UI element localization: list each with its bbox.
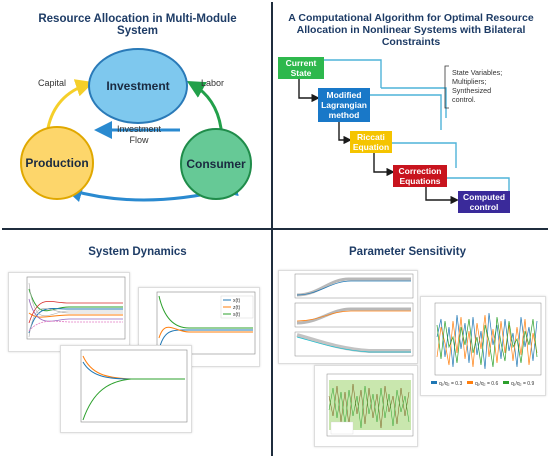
- labor-label: Labor: [201, 78, 225, 88]
- legend-x: x(t): [233, 298, 241, 304]
- dynamics-plot-state-svg: [26, 276, 126, 340]
- state-variables-note: State Variables; Multipliers; Synthesize…: [452, 68, 542, 104]
- step4-line2: Equations: [399, 176, 441, 186]
- legend-z: z(t): [233, 305, 241, 311]
- dynamics-plot-multipliers-svg: [80, 349, 188, 423]
- sensitivity-control-plot-svg: q₁/q₂ = 0.3 q₁/q₂ = 0.6 q₁/q₂ = 0.9: [431, 302, 542, 387]
- sensitivity-stacked-plots-svg: [294, 273, 414, 357]
- investment-flow-label: Investment Flow: [114, 124, 164, 146]
- investment-flow-line1: Investment: [116, 124, 162, 134]
- step2-line2: Lagrangian: [321, 100, 367, 110]
- step-arrow-4: [425, 186, 459, 205]
- horizontal-divider: [2, 228, 548, 230]
- step2-line3: method: [328, 110, 360, 120]
- dynamics-plot-state: [8, 272, 130, 352]
- dynamics-plot-multipliers: [60, 345, 192, 433]
- step3-line1: Riccati: [357, 132, 385, 142]
- legend-s: s(t): [233, 312, 241, 318]
- step-arrow-2: [338, 122, 352, 145]
- note-line-2: Multipliers;: [452, 77, 487, 86]
- step5-line1: Computed: [462, 192, 506, 202]
- note-line-4: control.: [452, 95, 476, 104]
- step-arrow-3: [373, 152, 395, 177]
- investment-label: Investment: [106, 79, 170, 93]
- legend-ratio-09: q₁/q₂ = 0.9: [511, 381, 534, 387]
- note-line: [381, 87, 447, 118]
- sensitivity-noise-plot: [314, 365, 418, 447]
- capital-label: Capital: [38, 78, 67, 88]
- panel3-title: System Dynamics: [88, 246, 187, 258]
- capital-arrow: [46, 79, 94, 129]
- sensitivity-noise-plot-svg: [326, 373, 414, 437]
- panel1-title: Resource Allocation in Multi-Module Syst…: [38, 13, 237, 37]
- sensitivity-stacked-plots: [278, 270, 418, 364]
- feedback-line-3: [389, 142, 457, 168]
- step4-line1: Correction: [398, 166, 442, 176]
- note-line-1: State Variables;: [452, 68, 503, 77]
- investment-flow-line2: Flow: [129, 135, 149, 145]
- note-bracket: [444, 65, 449, 109]
- investment-node: Investment: [88, 48, 188, 124]
- consumer-node: Consumer: [180, 128, 252, 200]
- panel2-connectors: [298, 59, 510, 205]
- panel2-title: A Computational Algorithm for Optimal Re…: [280, 12, 542, 48]
- dynamics-plot-legend-svg: x(t) z(t) s(t): [156, 291, 256, 355]
- sensitivity-control-plot: q₁/q₂ = 0.3 q₁/q₂ = 0.6 q₁/q₂ = 0.9: [420, 296, 546, 396]
- step1-line1: Current: [285, 58, 317, 68]
- step1-line2: State: [290, 68, 312, 78]
- panel2-title-line3: Constraints: [381, 36, 441, 48]
- note-line-3: Synthesized: [452, 86, 492, 95]
- step3-line2: Equation: [352, 142, 390, 152]
- step5-line2: control: [469, 202, 499, 212]
- feedback-line-1: [321, 59, 382, 88]
- panel2-title-line2: Allocation in Nonlinear Systems with Bil…: [296, 24, 526, 36]
- panel4-title: Parameter Sensitivity: [349, 246, 466, 258]
- production-label: Production: [25, 156, 89, 170]
- legend-ratio-03: q₁/q₂ = 0.3: [439, 381, 462, 387]
- dynamics-plot-legend: x(t) z(t) s(t): [138, 287, 260, 367]
- panel2-title-line1: A Computational Algorithm for Optimal Re…: [288, 12, 534, 24]
- production-node: Production: [20, 126, 94, 200]
- step-arrow-1: [298, 78, 320, 103]
- feedback-line-2: [351, 94, 442, 130]
- legend-ratio-06: q₁/q₂ = 0.6: [475, 381, 498, 387]
- step2-line1: Modified: [326, 90, 362, 100]
- consumer-label: Consumer: [186, 157, 246, 171]
